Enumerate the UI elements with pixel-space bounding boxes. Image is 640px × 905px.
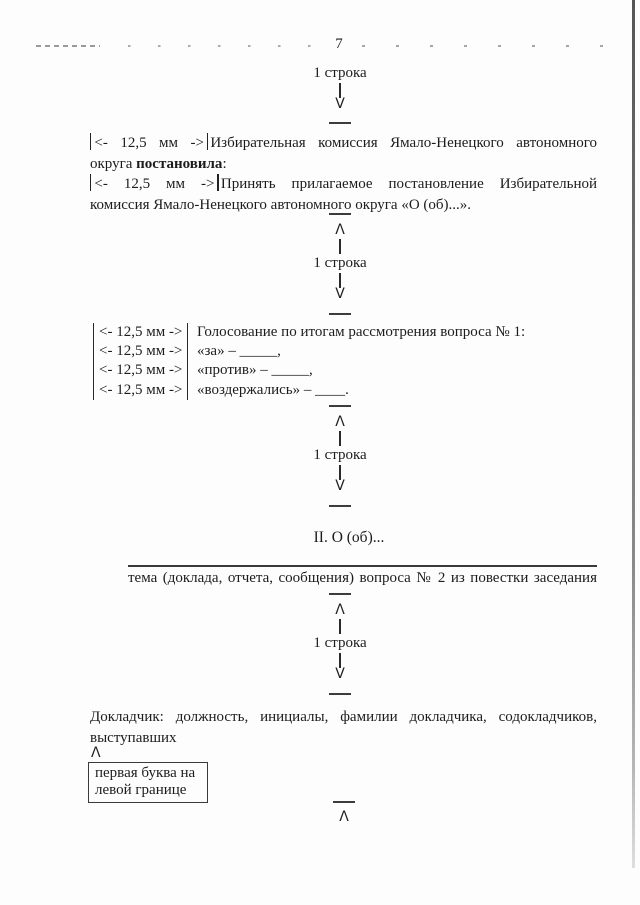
spacer-vline (339, 239, 341, 254)
scan-artifact (128, 45, 320, 47)
speaker-paragraph: Докладчик: должность, инициалы, фамилии … (90, 707, 597, 748)
left-margin-bar (90, 133, 92, 150)
one-line-spacer-2: Λ 1 строка V (20, 213, 640, 315)
voting-text-column: Голосование по итогам рассмотрения вопро… (187, 323, 525, 400)
topic-rule-line (128, 565, 597, 567)
right-margin-bar (206, 133, 209, 150)
scan-artifact (36, 45, 100, 47)
page-number: 7 (335, 36, 343, 52)
dash-mark (329, 122, 351, 124)
voting-block: <- 12,5 мм -> <- 12,5 мм -> <- 12,5 мм -… (93, 323, 525, 400)
voting-row-text: «против» – _____, (197, 362, 313, 379)
margin-width-label: <- 12,5 мм -> (99, 381, 183, 398)
resolution-line-2: округа постановила: (90, 154, 597, 175)
resolution-line-2-pre: округа (90, 155, 137, 172)
left-margin-bar (90, 174, 92, 191)
up-arrow-icon: Λ (91, 745, 101, 761)
margin-width-label: <- 12,5 мм -> (94, 135, 204, 151)
one-line-spacer-4: Λ 1 строка V (20, 593, 640, 695)
scan-edge-line (632, 0, 636, 868)
resolution-line-1: <- 12,5 мм -> Избирательная комиссия Ямал… (90, 133, 597, 154)
margin-width-label: <- 12,5 мм -> (94, 176, 215, 192)
resolution-line-1-text: Избирательная комиссия Ямало-Ненецкого а… (210, 135, 597, 151)
down-arrow-icon: V (335, 478, 345, 494)
dash-mark (329, 693, 351, 695)
voting-row-text: Голосование по итогам рассмотрения вопро… (197, 324, 526, 340)
up-arrow-icon: Λ (339, 809, 349, 825)
up-arrow-icon: Λ (335, 222, 345, 238)
resolution-line-3: <- 12,5 мм -> Принять прилагаемое постано… (90, 174, 597, 195)
resolution-line-2-post: : (222, 155, 227, 172)
resolution-paragraph: <- 12,5 мм -> Избирательная комиссия Ямал… (90, 133, 597, 215)
topic-caption: тема (доклада, отчета, сообщения) вопрос… (128, 570, 597, 586)
note-line-2: левой границе (95, 782, 187, 798)
one-line-spacer-1: 1 строка V (20, 64, 640, 124)
dash-mark (329, 213, 351, 215)
scan-artifact (362, 45, 624, 47)
dash-mark (329, 313, 351, 315)
dash-mark (329, 505, 351, 507)
note-line-1: первая буква на (95, 765, 196, 781)
dash-mark (333, 801, 355, 803)
one-line-label: 1 строка (313, 635, 367, 651)
up-arrow-icon: Λ (335, 602, 345, 618)
spacer-vline (339, 653, 341, 668)
margin-width-label: <- 12,5 мм -> (99, 362, 183, 379)
down-arrow-icon: V (335, 286, 345, 302)
one-line-label: 1 строка (313, 65, 367, 81)
bottom-spacer: Λ (24, 801, 640, 824)
down-arrow-icon: V (335, 96, 345, 112)
voting-markers-column: <- 12,5 мм -> <- 12,5 мм -> <- 12,5 мм -… (93, 323, 187, 400)
up-arrow-icon: Λ (335, 414, 345, 430)
spacer-vline (339, 83, 341, 98)
dash-mark (329, 593, 351, 595)
speaker-line-2: выступавших (90, 729, 177, 746)
voting-row-text: «воздержались» – ____. (197, 381, 349, 398)
spacer-vline (339, 431, 341, 446)
resolution-line-4: комиссия Ямало-Ненецкого автономного окр… (90, 196, 472, 213)
spacer-vline (339, 465, 341, 480)
one-line-spacer-3: Λ 1 строка V (20, 405, 640, 507)
voting-row-text: «за» – _____, (197, 343, 281, 360)
agenda-item-2-heading: II. О (об)... (313, 529, 385, 546)
first-letter-note-box: первая буква на левой границе (88, 762, 208, 803)
spacer-vline (339, 619, 341, 634)
one-line-label: 1 строка (313, 255, 367, 271)
resolution-line-2-bold: постановила (136, 155, 223, 172)
resolution-line-3-text: Принять прилагаемое постановление Избира… (220, 176, 597, 192)
speaker-line-1: Докладчик: должность, инициалы, фамилии … (90, 709, 597, 725)
margin-width-label: <- 12,5 мм -> (99, 324, 183, 340)
dash-mark (329, 405, 351, 407)
right-margin-bar (217, 174, 219, 191)
margin-width-label: <- 12,5 мм -> (99, 343, 183, 360)
down-arrow-icon: V (335, 666, 345, 682)
spacer-vline (339, 273, 341, 288)
one-line-label: 1 строка (313, 447, 367, 463)
